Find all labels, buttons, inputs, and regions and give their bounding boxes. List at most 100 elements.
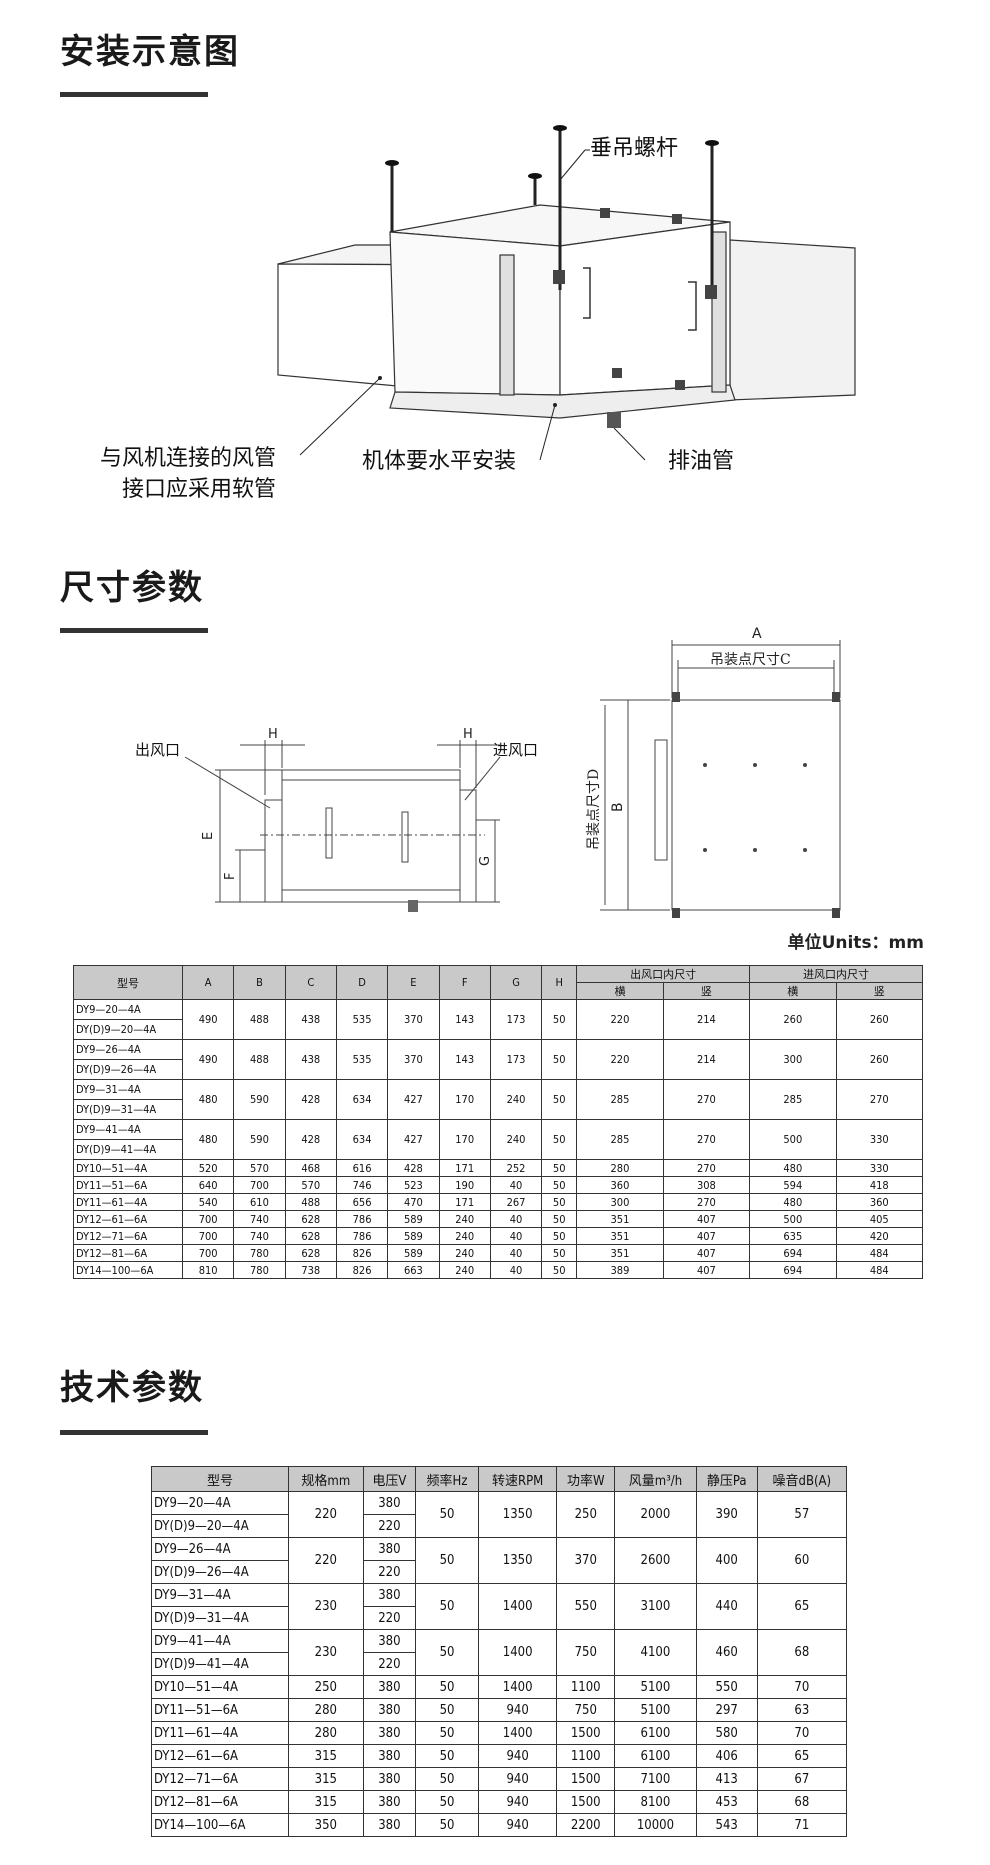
dim-value-cell: 40 (489, 1227, 543, 1245)
bracket-2 (705, 285, 717, 299)
dim-value-cell: 428 (284, 1079, 337, 1120)
dim-header-outlet: 出风口内尺寸 (576, 965, 751, 983)
dim-model-cell: DY12—71—6A (73, 1227, 183, 1245)
dim-value-cell: 780 (233, 1244, 286, 1262)
dim-value-cell: 267 (489, 1193, 543, 1211)
dim-header-outlet-v: 竖 (662, 982, 751, 1000)
top-view-body (671, 699, 841, 911)
dim-value-cell: 480 (181, 1119, 235, 1160)
tech-model-cell: DY10—51—4A (151, 1675, 289, 1699)
tech-value-cell: 940 (477, 1698, 558, 1722)
tech-model-cell: DY9—41—4A (151, 1629, 289, 1653)
tech-model-cell: DY9—26—4A (151, 1537, 289, 1561)
dim-value-cell: 740 (233, 1227, 286, 1245)
dim-model-cell: DY(D)9—31—4A (73, 1099, 183, 1120)
tech-value-cell: 5100 (614, 1675, 697, 1699)
leader-rod (559, 149, 586, 181)
dim-value-cell: 50 (541, 1176, 578, 1194)
install-title-underline (60, 92, 208, 97)
tech-value-cell: 2200 (556, 1813, 616, 1837)
dim-header-h: H (541, 965, 578, 1000)
tech-value-cell: 1400 (477, 1721, 558, 1745)
dim-value-cell: 418 (835, 1176, 924, 1194)
tech-value-cell: 71 (756, 1813, 848, 1837)
bracket-1 (553, 270, 565, 284)
tech-value-cell: 50 (415, 1721, 479, 1745)
tech-value-cell: 250 (288, 1675, 364, 1699)
tech-value-cell: 1100 (556, 1744, 616, 1768)
front-view-inlet-flange (459, 789, 477, 903)
tech-rpm-cell: 1350 (477, 1537, 558, 1584)
dimension-table: 型号 A B C D E F G H 出风口内尺寸 进风口内尺寸 横 竖 横 竖… (73, 965, 924, 1279)
dim-value-cell: 590 (233, 1119, 286, 1160)
top-view-side-handle (654, 739, 668, 861)
dim-model-cell: DY(D)9—20—4A (73, 1019, 183, 1040)
tech-header-spec: 规格mm (288, 1466, 364, 1492)
bracket-3 (600, 208, 610, 218)
dim-value-cell: 270 (835, 1079, 924, 1120)
dim-value-cell: 634 (335, 1119, 389, 1160)
front-view-body (281, 769, 461, 903)
tech-value-cell: 10000 (614, 1813, 697, 1837)
label-e: E (201, 832, 216, 840)
dim-value-cell: 220 (576, 1039, 664, 1080)
dim-header-outlet-h: 横 (576, 982, 664, 1000)
tech-value-cell: 7100 (614, 1767, 697, 1791)
dim-header-inlet: 进风口内尺寸 (749, 965, 923, 983)
tech-voltage-cell: 380 (362, 1491, 417, 1515)
tech-pressure-cell: 400 (695, 1537, 758, 1584)
dim-value-cell: 780 (233, 1261, 286, 1279)
dim-model-cell: DY9—26—4A (73, 1039, 183, 1060)
tech-pressure-cell: 390 (695, 1491, 758, 1538)
tech-header-frequency: 频率Hz (415, 1466, 479, 1492)
dim-value-cell: 40 (489, 1210, 543, 1228)
dim-value-cell: 40 (489, 1176, 543, 1194)
label-f: F (223, 873, 238, 880)
dim-value-cell: 270 (662, 1193, 751, 1211)
tech-value-cell: 406 (695, 1744, 758, 1768)
label-h-right: H (463, 727, 473, 742)
dim-value-cell: 170 (438, 1119, 491, 1160)
dim-header-e: E (387, 965, 440, 1000)
tech-value-cell: 380 (362, 1790, 417, 1814)
dim-value-cell: 270 (662, 1079, 751, 1120)
dim-value-cell: 171 (438, 1159, 491, 1177)
dim-value-cell: 173 (489, 999, 543, 1040)
dim-value-cell: 826 (335, 1244, 389, 1262)
dim-value-cell: 40 (489, 1244, 543, 1262)
tech-value-cell: 1500 (556, 1790, 616, 1814)
dim-value-cell: 488 (284, 1193, 337, 1211)
installation-diagram: 垂吊螺杆 与风机连接的风管 接口应采用软管 机体要水平安装 排油管 (100, 125, 856, 502)
dim-header-inlet-v: 竖 (835, 982, 924, 1000)
tech-value-cell: 380 (362, 1767, 417, 1791)
tech-value-cell: 50 (415, 1767, 479, 1791)
dim-value-cell: 490 (181, 999, 235, 1040)
dim-value-cell: 589 (387, 1210, 440, 1228)
dim-value-cell: 700 (181, 1210, 235, 1228)
tech-value-cell: 50 (415, 1744, 479, 1768)
tech-value-cell: 280 (288, 1698, 364, 1722)
dim-value-cell: 480 (749, 1159, 837, 1177)
bracket-4 (672, 214, 682, 224)
dim-value-cell: 628 (284, 1244, 337, 1262)
tech-value-cell: 550 (695, 1675, 758, 1699)
tech-value-cell: 1400 (477, 1675, 558, 1699)
box-bottom-plate (389, 384, 736, 419)
callout-drain: 排油管 (668, 449, 734, 474)
tech-rpm-cell: 1350 (477, 1491, 558, 1538)
tech-value-cell: 6100 (614, 1744, 697, 1768)
tech-value-cell: 50 (415, 1790, 479, 1814)
dim-value-cell: 656 (335, 1193, 389, 1211)
dim-table-row: DY(D)9—41—4A (73, 1139, 923, 1160)
tech-noise-cell: 57 (756, 1491, 848, 1538)
dim-value-cell: 50 (541, 1227, 578, 1245)
dim-value-cell: 589 (387, 1244, 440, 1262)
tech-value-cell: 50 (415, 1698, 479, 1722)
